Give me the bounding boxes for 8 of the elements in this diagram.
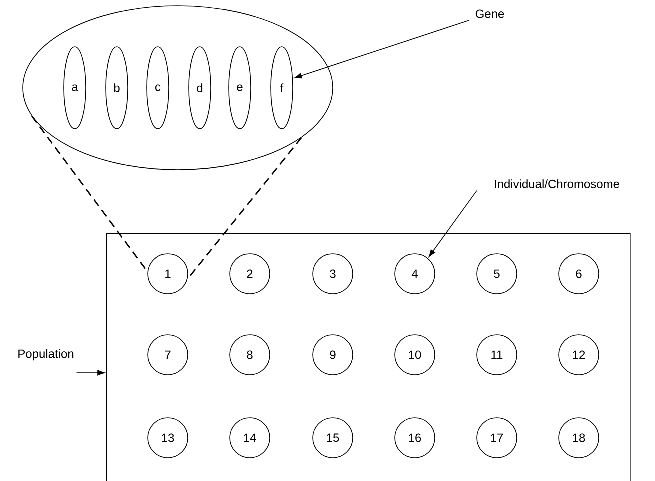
gene-label: Gene [476,10,504,18]
arrow [76,370,106,376]
arrow [428,190,478,258]
arrow [294,20,470,79]
big-ellipse [22,6,334,170]
population-box [106,233,631,481]
individual-label: Individual/Chromosome [495,180,620,188]
population-label: Population [18,349,74,361]
